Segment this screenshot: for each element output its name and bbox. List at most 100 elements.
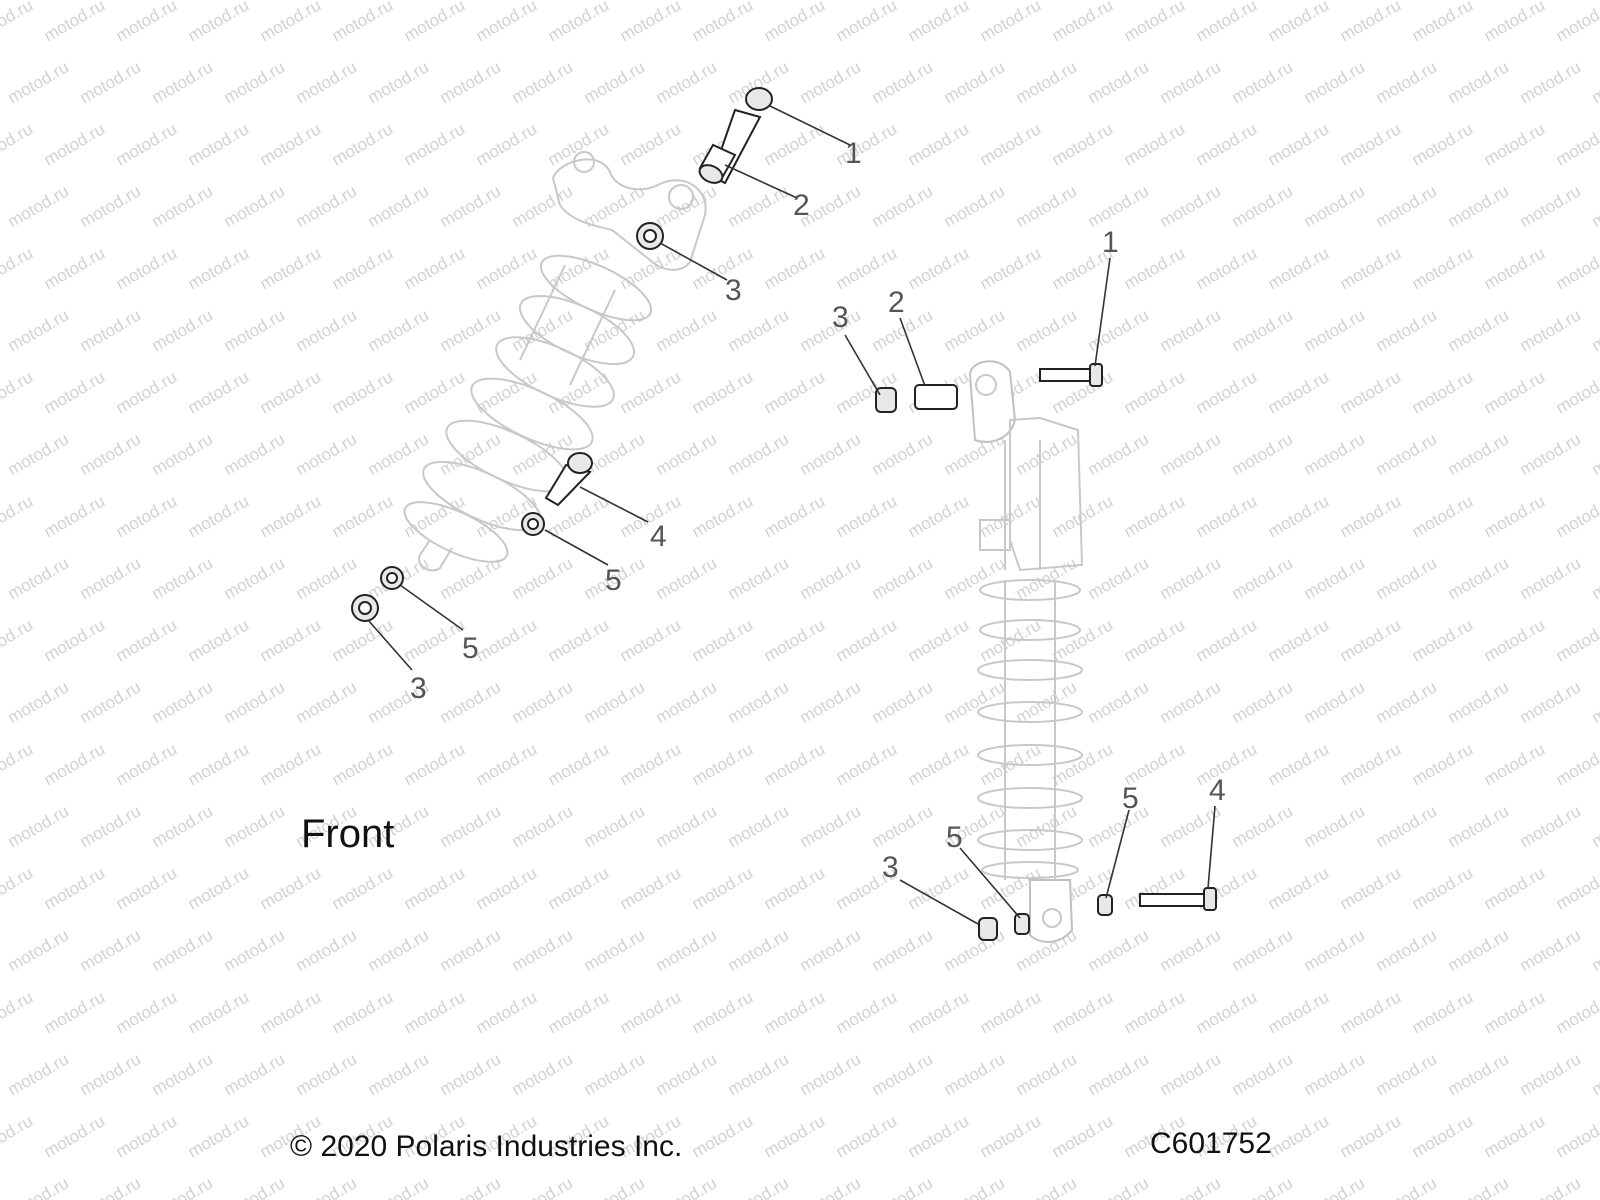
watermark-text: motod.ru bbox=[761, 863, 829, 913]
watermark-text: motod.ru bbox=[1337, 739, 1405, 789]
watermark-text: motod.ru bbox=[221, 181, 289, 231]
watermark-text: motod.ru bbox=[653, 429, 721, 479]
watermark-text: motod.ru bbox=[1157, 677, 1225, 727]
watermark-text: motod.ru bbox=[1373, 925, 1441, 975]
left-bushing-top bbox=[636, 222, 664, 250]
watermark-text: motod.ru bbox=[797, 925, 865, 975]
watermark-text: motod.ru bbox=[1049, 1111, 1117, 1161]
watermark-text: motod.ru bbox=[1445, 1049, 1513, 1099]
left-sleeve-top bbox=[698, 143, 737, 184]
watermark-text: motod.ru bbox=[797, 1173, 865, 1200]
watermark-text: motod.ru bbox=[617, 739, 685, 789]
callout-left-4: 4 bbox=[650, 520, 667, 553]
watermark-text: motod.ru bbox=[1301, 429, 1369, 479]
watermark-text: motod.ru bbox=[1553, 739, 1600, 789]
watermark-text: motod.ru bbox=[653, 57, 721, 107]
watermark-text: motod.ru bbox=[401, 0, 469, 45]
watermark-text: motod.ru bbox=[41, 491, 109, 541]
watermark-text: motod.ru bbox=[1553, 1111, 1600, 1161]
watermark-text: motod.ru bbox=[797, 57, 865, 107]
watermark-text: motod.ru bbox=[509, 181, 577, 231]
watermark-text: motod.ru bbox=[1085, 305, 1153, 355]
watermark-text: motod.ru bbox=[401, 739, 469, 789]
watermark-text: motod.ru bbox=[401, 987, 469, 1037]
watermark-text: motod.ru bbox=[0, 987, 36, 1037]
callout-left-1: 1 bbox=[845, 137, 862, 170]
watermark-text: motod.ru bbox=[1121, 367, 1189, 417]
watermark-text: motod.ru bbox=[1229, 57, 1297, 107]
watermark-text: motod.ru bbox=[293, 553, 361, 603]
right-bushing-top bbox=[875, 387, 897, 413]
watermark-text: motod.ru bbox=[329, 491, 397, 541]
left-washer-lower bbox=[380, 566, 404, 590]
watermark-text: motod.ru bbox=[833, 0, 901, 45]
watermark-text: motod.ru bbox=[1049, 491, 1117, 541]
watermark-text: motod.ru bbox=[0, 615, 36, 665]
watermark-text: motod.ru bbox=[725, 1173, 793, 1200]
watermark-text: motod.ru bbox=[1481, 0, 1549, 45]
leader-lines bbox=[367, 105, 1216, 925]
watermark-text: motod.ru bbox=[905, 0, 973, 45]
right-sleeve-top bbox=[914, 384, 958, 410]
watermark-text: motod.ru bbox=[1517, 429, 1585, 479]
watermark-text: motod.ru bbox=[653, 801, 721, 851]
watermark-text: motod.ru bbox=[293, 57, 361, 107]
watermark-text: motod.ru bbox=[905, 1111, 973, 1161]
watermark-text: motod.ru bbox=[761, 1111, 829, 1161]
watermark-text: motod.ru bbox=[0, 1111, 36, 1161]
watermark-text: motod.ru bbox=[113, 243, 181, 293]
watermark-text: motod.ru bbox=[5, 181, 73, 231]
watermark-text: motod.ru bbox=[653, 1049, 721, 1099]
watermark-text: motod.ru bbox=[221, 1049, 289, 1099]
watermark-text: motod.ru bbox=[725, 305, 793, 355]
watermark-text: motod.ru bbox=[581, 925, 649, 975]
watermark-text: motod.ru bbox=[689, 243, 757, 293]
watermark-text: motod.ru bbox=[1445, 305, 1513, 355]
watermark-text: motod.ru bbox=[509, 1173, 577, 1200]
watermark-text: motod.ru bbox=[797, 677, 865, 727]
watermark-text: motod.ru bbox=[941, 1049, 1009, 1099]
watermark-text: motod.ru bbox=[77, 925, 145, 975]
callout-right-5-left: 5 bbox=[946, 821, 963, 854]
watermark-text: motod.ru bbox=[41, 987, 109, 1037]
watermark-text: motod.ru bbox=[617, 615, 685, 665]
watermark-text: motod.ru bbox=[1085, 1049, 1153, 1099]
watermark-text: motod.ru bbox=[257, 367, 325, 417]
watermark-text: motod.ru bbox=[77, 1173, 145, 1200]
watermark-text: motod.ru bbox=[725, 553, 793, 603]
watermark-text: motod.ru bbox=[725, 925, 793, 975]
watermark-text: motod.ru bbox=[365, 1049, 433, 1099]
watermark-text: motod.ru bbox=[1409, 863, 1477, 913]
watermark-text: motod.ru bbox=[509, 925, 577, 975]
watermark-text: motod.ru bbox=[869, 429, 937, 479]
watermark-text: motod.ru bbox=[1517, 677, 1585, 727]
watermark-text: motod.ru bbox=[1409, 367, 1477, 417]
watermark-text: motod.ru bbox=[977, 0, 1045, 45]
watermark-text: motod.ru bbox=[761, 243, 829, 293]
watermark-text: motod.ru bbox=[869, 553, 937, 603]
watermark-text: motod.ru bbox=[689, 367, 757, 417]
watermark-text: motod.ru bbox=[1157, 1173, 1225, 1200]
callout-right-1: 1 bbox=[1102, 226, 1119, 259]
watermark-text: motod.ru bbox=[1445, 553, 1513, 603]
watermark-text: motod.ru bbox=[401, 863, 469, 913]
watermark-text: motod.ru bbox=[653, 305, 721, 355]
watermark-text: motod.ru bbox=[185, 1111, 253, 1161]
watermark-text: motod.ru bbox=[5, 57, 73, 107]
watermark-text: motod.ru bbox=[905, 243, 973, 293]
watermark-text: motod.ru bbox=[1589, 57, 1600, 107]
watermark-text: motod.ru bbox=[0, 739, 36, 789]
watermark-text: motod.ru bbox=[1049, 615, 1117, 665]
watermark-text: motod.ru bbox=[5, 1173, 73, 1200]
watermark-text: motod.ru bbox=[293, 1049, 361, 1099]
watermark-text: motod.ru bbox=[1013, 1049, 1081, 1099]
callout-left-3-top: 3 bbox=[725, 274, 742, 307]
watermark-text: motod.ru bbox=[1229, 1049, 1297, 1099]
watermark-text: motod.ru bbox=[221, 57, 289, 107]
watermark-text: motod.ru bbox=[257, 119, 325, 169]
watermark-text: motod.ru bbox=[1409, 987, 1477, 1037]
watermark-text: motod.ru bbox=[1229, 305, 1297, 355]
watermark-text: motod.ru bbox=[329, 0, 397, 45]
watermark-text: motod.ru bbox=[1337, 987, 1405, 1037]
